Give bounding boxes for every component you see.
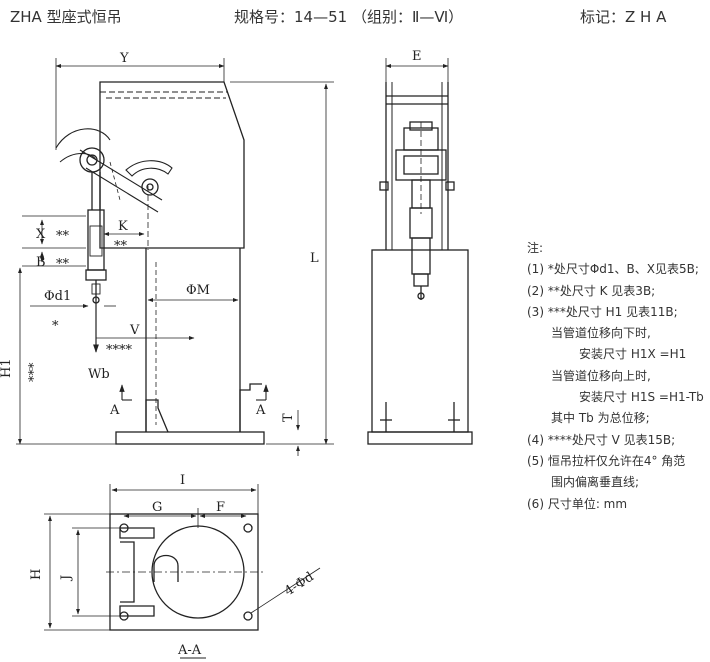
notes-block: 注: (1) *处尺寸Φd1、B、X见表5B; (2) **处尺寸 K 见表3B… bbox=[527, 238, 704, 515]
dim-h1: H1 bbox=[0, 358, 14, 378]
dim-v-star: **** bbox=[106, 343, 133, 358]
dim-v: V bbox=[129, 323, 140, 338]
base-plate bbox=[115, 431, 265, 445]
note-line: (3) ***处尺寸 H1 见表11B; bbox=[527, 304, 678, 319]
spec-title: 规格号：14—51 （组别：Ⅱ—Ⅵ） bbox=[234, 8, 464, 26]
notes-title: 注: bbox=[527, 241, 544, 255]
section-mark-right: A bbox=[255, 403, 266, 418]
pin-outer bbox=[141, 178, 159, 196]
dim-x-star: ** bbox=[56, 229, 70, 244]
dim-b: B bbox=[36, 255, 46, 270]
model-title: ZHA 型座式恒吊 bbox=[10, 8, 122, 26]
note-line: (5) 恒吊拉杆仅允许在4° 角范 bbox=[527, 453, 686, 468]
dim-l: L bbox=[310, 251, 319, 266]
note-line: (2) **处尺寸 K 见表3B; bbox=[527, 283, 656, 298]
note-line: 其中 Tb 为总位移; bbox=[551, 411, 650, 426]
pivot-inner bbox=[86, 154, 98, 166]
dim-phid1: Φd1 bbox=[44, 289, 71, 304]
dim-h1-star: *** bbox=[27, 362, 42, 382]
section-label: A-A bbox=[177, 643, 202, 658]
note-line: 当管道位移向下时, bbox=[551, 326, 651, 341]
note-line: (6) 尺寸单位: mm bbox=[527, 496, 628, 511]
note-line: 当管道位移向上时, bbox=[551, 368, 651, 383]
section-view bbox=[106, 513, 266, 631]
support-column bbox=[145, 248, 241, 432]
load-wb: Wb bbox=[88, 367, 110, 382]
mark-title: 标记：Z H A bbox=[580, 8, 667, 26]
lever-arc bbox=[55, 128, 111, 149]
dim-k-star: ** bbox=[114, 239, 128, 254]
note-line: 围内偏离垂直线; bbox=[551, 475, 640, 490]
side-view bbox=[367, 82, 473, 445]
note-line: 安装尺寸 H1S =H1-Tb bbox=[579, 390, 704, 405]
dim-g: G bbox=[152, 500, 162, 515]
side-dimensions bbox=[385, 58, 449, 82]
front-view bbox=[55, 81, 269, 445]
dim-i: I bbox=[180, 473, 185, 488]
dim-h: H bbox=[29, 569, 44, 580]
section-dimensions bbox=[44, 484, 321, 659]
dim-x: X bbox=[36, 227, 46, 242]
curved-slot bbox=[125, 160, 173, 177]
dim-e: E bbox=[412, 49, 422, 64]
dim-b-star: ** bbox=[56, 257, 70, 272]
upper-housing bbox=[99, 81, 245, 249]
front-dimensions bbox=[16, 58, 334, 456]
dim-f: F bbox=[216, 500, 225, 515]
dim-phim: ΦM bbox=[186, 283, 210, 298]
dim-t: T bbox=[281, 413, 296, 422]
note-line: (4) ****处尺寸 V 见表15B; bbox=[527, 432, 676, 447]
dim-j: J bbox=[59, 575, 74, 582]
section-mark-left: A bbox=[109, 403, 120, 418]
note-line: (1) *处尺寸Φd1、B、X见表5B; bbox=[527, 262, 699, 277]
dim-phid1-star: * bbox=[52, 319, 59, 334]
note-line: 安装尺寸 H1X =H1 bbox=[579, 347, 687, 362]
dim-y: Y bbox=[119, 51, 129, 66]
dim-k: K bbox=[118, 219, 128, 234]
